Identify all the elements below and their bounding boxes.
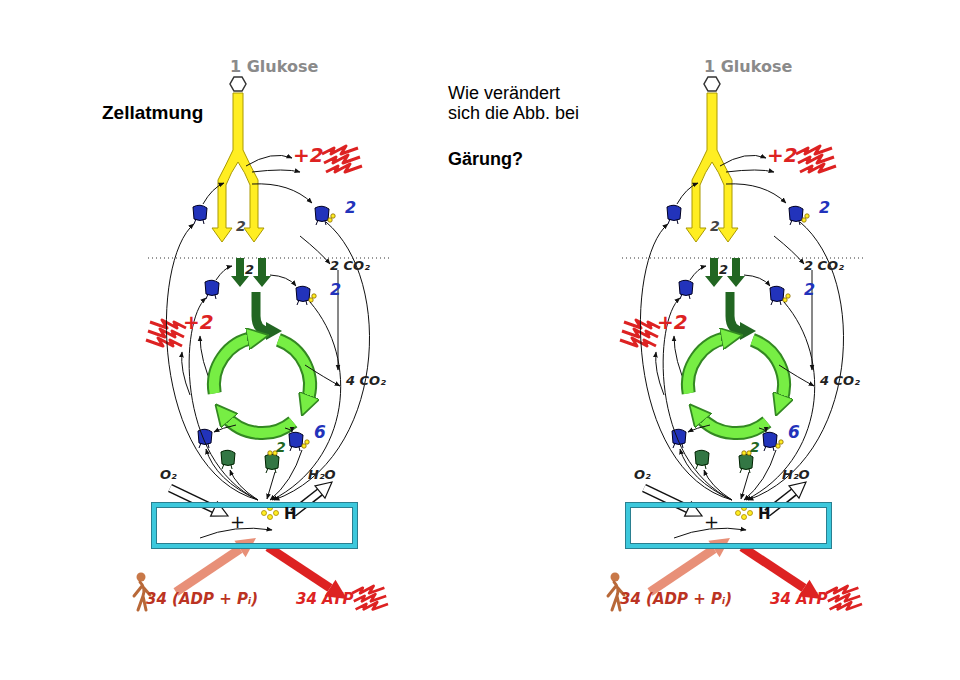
plus-sign: + bbox=[230, 513, 245, 531]
reactant-label: 34 (ADP + Pᵢ) bbox=[620, 591, 732, 608]
respiration-scheme bbox=[134, 77, 390, 610]
atp-gain: +2 bbox=[183, 311, 214, 333]
count-number: 2 bbox=[330, 281, 341, 299]
count-number: 6 bbox=[788, 423, 800, 442]
product-label: 2 CO₂ bbox=[330, 259, 370, 273]
product-label: 2 CO₂ bbox=[804, 259, 844, 273]
count-number: 6 bbox=[314, 423, 326, 442]
hydrogen-label: H bbox=[758, 507, 771, 522]
atp-gain: +2 bbox=[657, 311, 688, 333]
count-number: 2 bbox=[819, 199, 830, 217]
product-label: 4 CO₂ bbox=[820, 374, 860, 388]
plus-sign: + bbox=[704, 513, 719, 531]
atp-gain: +2 bbox=[293, 144, 324, 166]
count-number: 2 bbox=[345, 199, 356, 217]
product-label: 34 ATP bbox=[770, 591, 828, 608]
substance-label: O₂ bbox=[634, 468, 651, 482]
count-number: 2 bbox=[719, 263, 728, 277]
diagram-title: Zellatmung bbox=[102, 103, 203, 124]
question-text: Wie verändert sich die Abb. bei bbox=[448, 84, 588, 124]
respiratory-chain-box: +H bbox=[626, 503, 831, 548]
substrate-label: 1 Glukose bbox=[704, 58, 792, 76]
question-keyword: Gärung? bbox=[448, 150, 523, 170]
atp-gain: +2 bbox=[767, 144, 798, 166]
product-label: 34 ATP bbox=[296, 591, 354, 608]
reactant-label: 34 (ADP + Pᵢ) bbox=[146, 591, 258, 608]
product-label: 4 CO₂ bbox=[346, 374, 386, 388]
count-number: 2 bbox=[236, 219, 246, 234]
product-label: H₂O bbox=[782, 468, 810, 482]
respiratory-chain-box: +H bbox=[152, 503, 357, 548]
count-number: 2 bbox=[245, 263, 254, 277]
count-number: 2 bbox=[804, 281, 815, 299]
count-number: 2 bbox=[710, 219, 720, 234]
substrate-label: 1 Glukose bbox=[230, 58, 318, 76]
substance-label: O₂ bbox=[160, 468, 177, 482]
respiration-scheme bbox=[608, 77, 864, 610]
hydrogen-label: H bbox=[284, 507, 297, 522]
count-number: 2 bbox=[750, 440, 760, 455]
count-number: 2 bbox=[276, 440, 286, 455]
product-label: H₂O bbox=[308, 468, 336, 482]
